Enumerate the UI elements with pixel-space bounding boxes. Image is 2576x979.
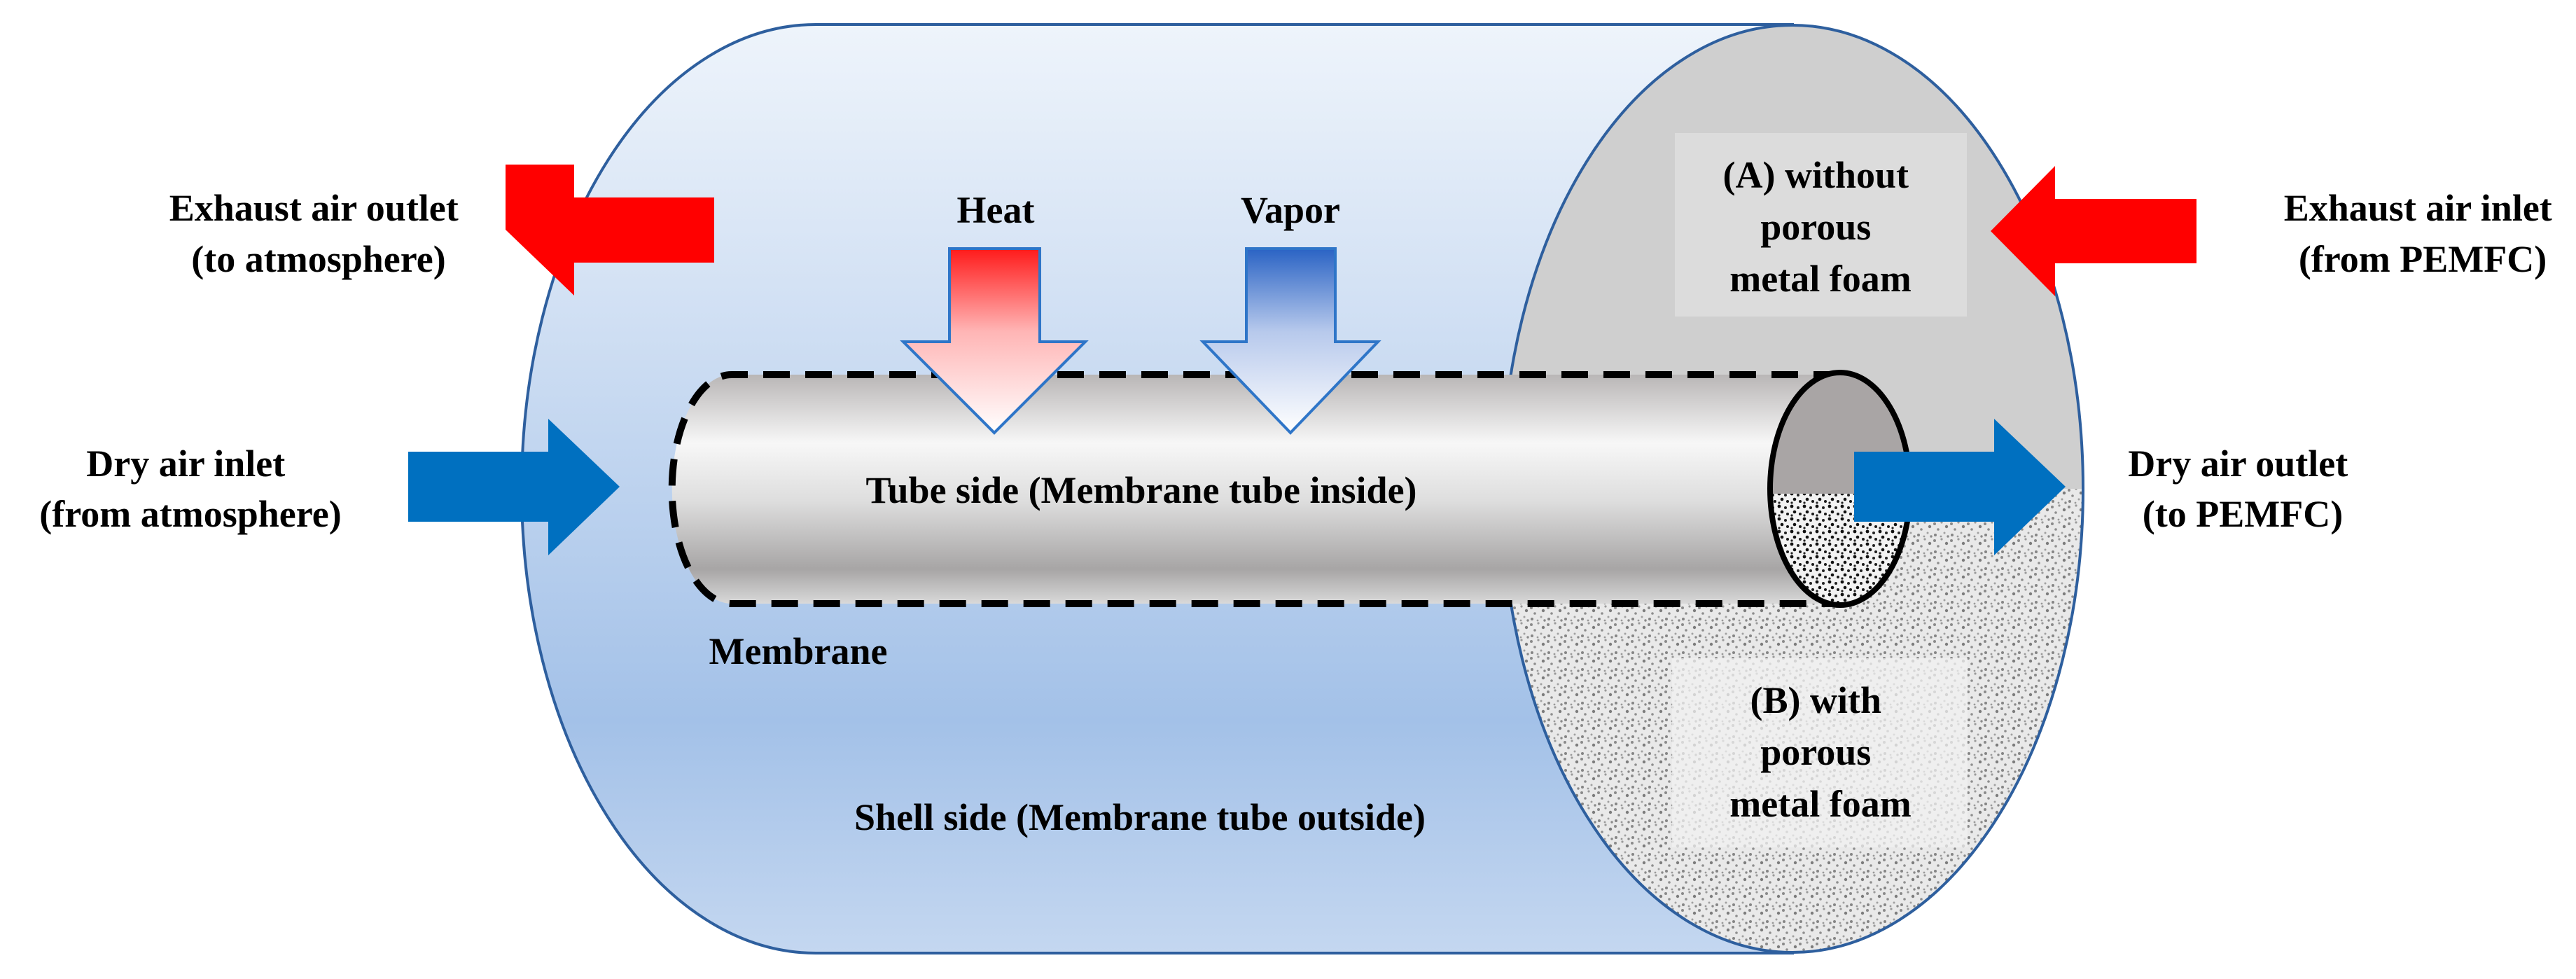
dry-inlet-label: Dry air inlet (from atmosphere): [39, 443, 341, 535]
case-b-label: (B) with porous metal foam: [1729, 679, 1911, 825]
heat-arrow: [900, 247, 1089, 435]
membrane-label: Membrane: [709, 630, 888, 672]
vapor-arrow: [1199, 247, 1381, 435]
case-a-box: [1675, 133, 1967, 317]
vapor-label: Vapor: [1241, 189, 1340, 231]
dry-outlet-arrow: [1854, 419, 2066, 555]
dry-inlet-arrow: [408, 419, 620, 555]
exhaust-outlet-arrow: [506, 165, 714, 296]
case-b-box: [1672, 658, 1968, 847]
dry-outlet-label: Dry air outlet (to PEMFC): [2128, 443, 2357, 535]
exhaust-inlet-arrow: [1991, 166, 2196, 296]
membrane-tube: [668, 370, 1913, 608]
shell-side-label: Shell side (Membrane tube outside): [854, 796, 1426, 838]
exhaust-inlet-label: Exhaust air inlet (from PEMFC): [2284, 187, 2562, 280]
case-a-label: (A) without porous metal foam: [1723, 154, 1919, 300]
tube-side-label: Tube side (Membrane tube inside): [865, 469, 1416, 511]
heat-label: Heat: [957, 189, 1035, 231]
exhaust-outlet-label: Exhaust air outlet (to atmosphere): [169, 187, 468, 280]
